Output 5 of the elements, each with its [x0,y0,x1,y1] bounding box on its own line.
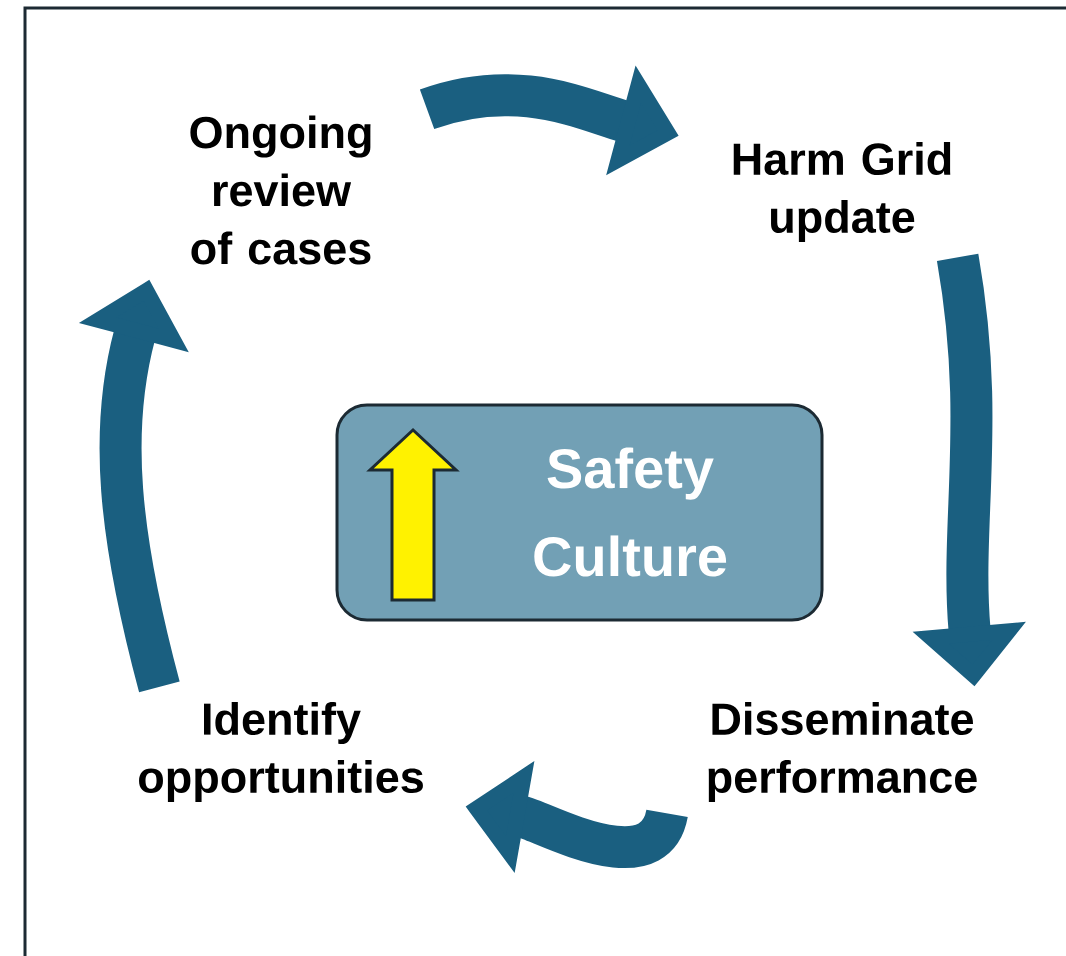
step-label: Harm Grid update [733,142,951,242]
center-label: Safety Culture [534,447,727,577]
step-label: Ongoing review of cases [190,115,371,265]
step-label: Identify opportunities [139,702,423,802]
step-label: Disseminate performance [708,702,977,802]
